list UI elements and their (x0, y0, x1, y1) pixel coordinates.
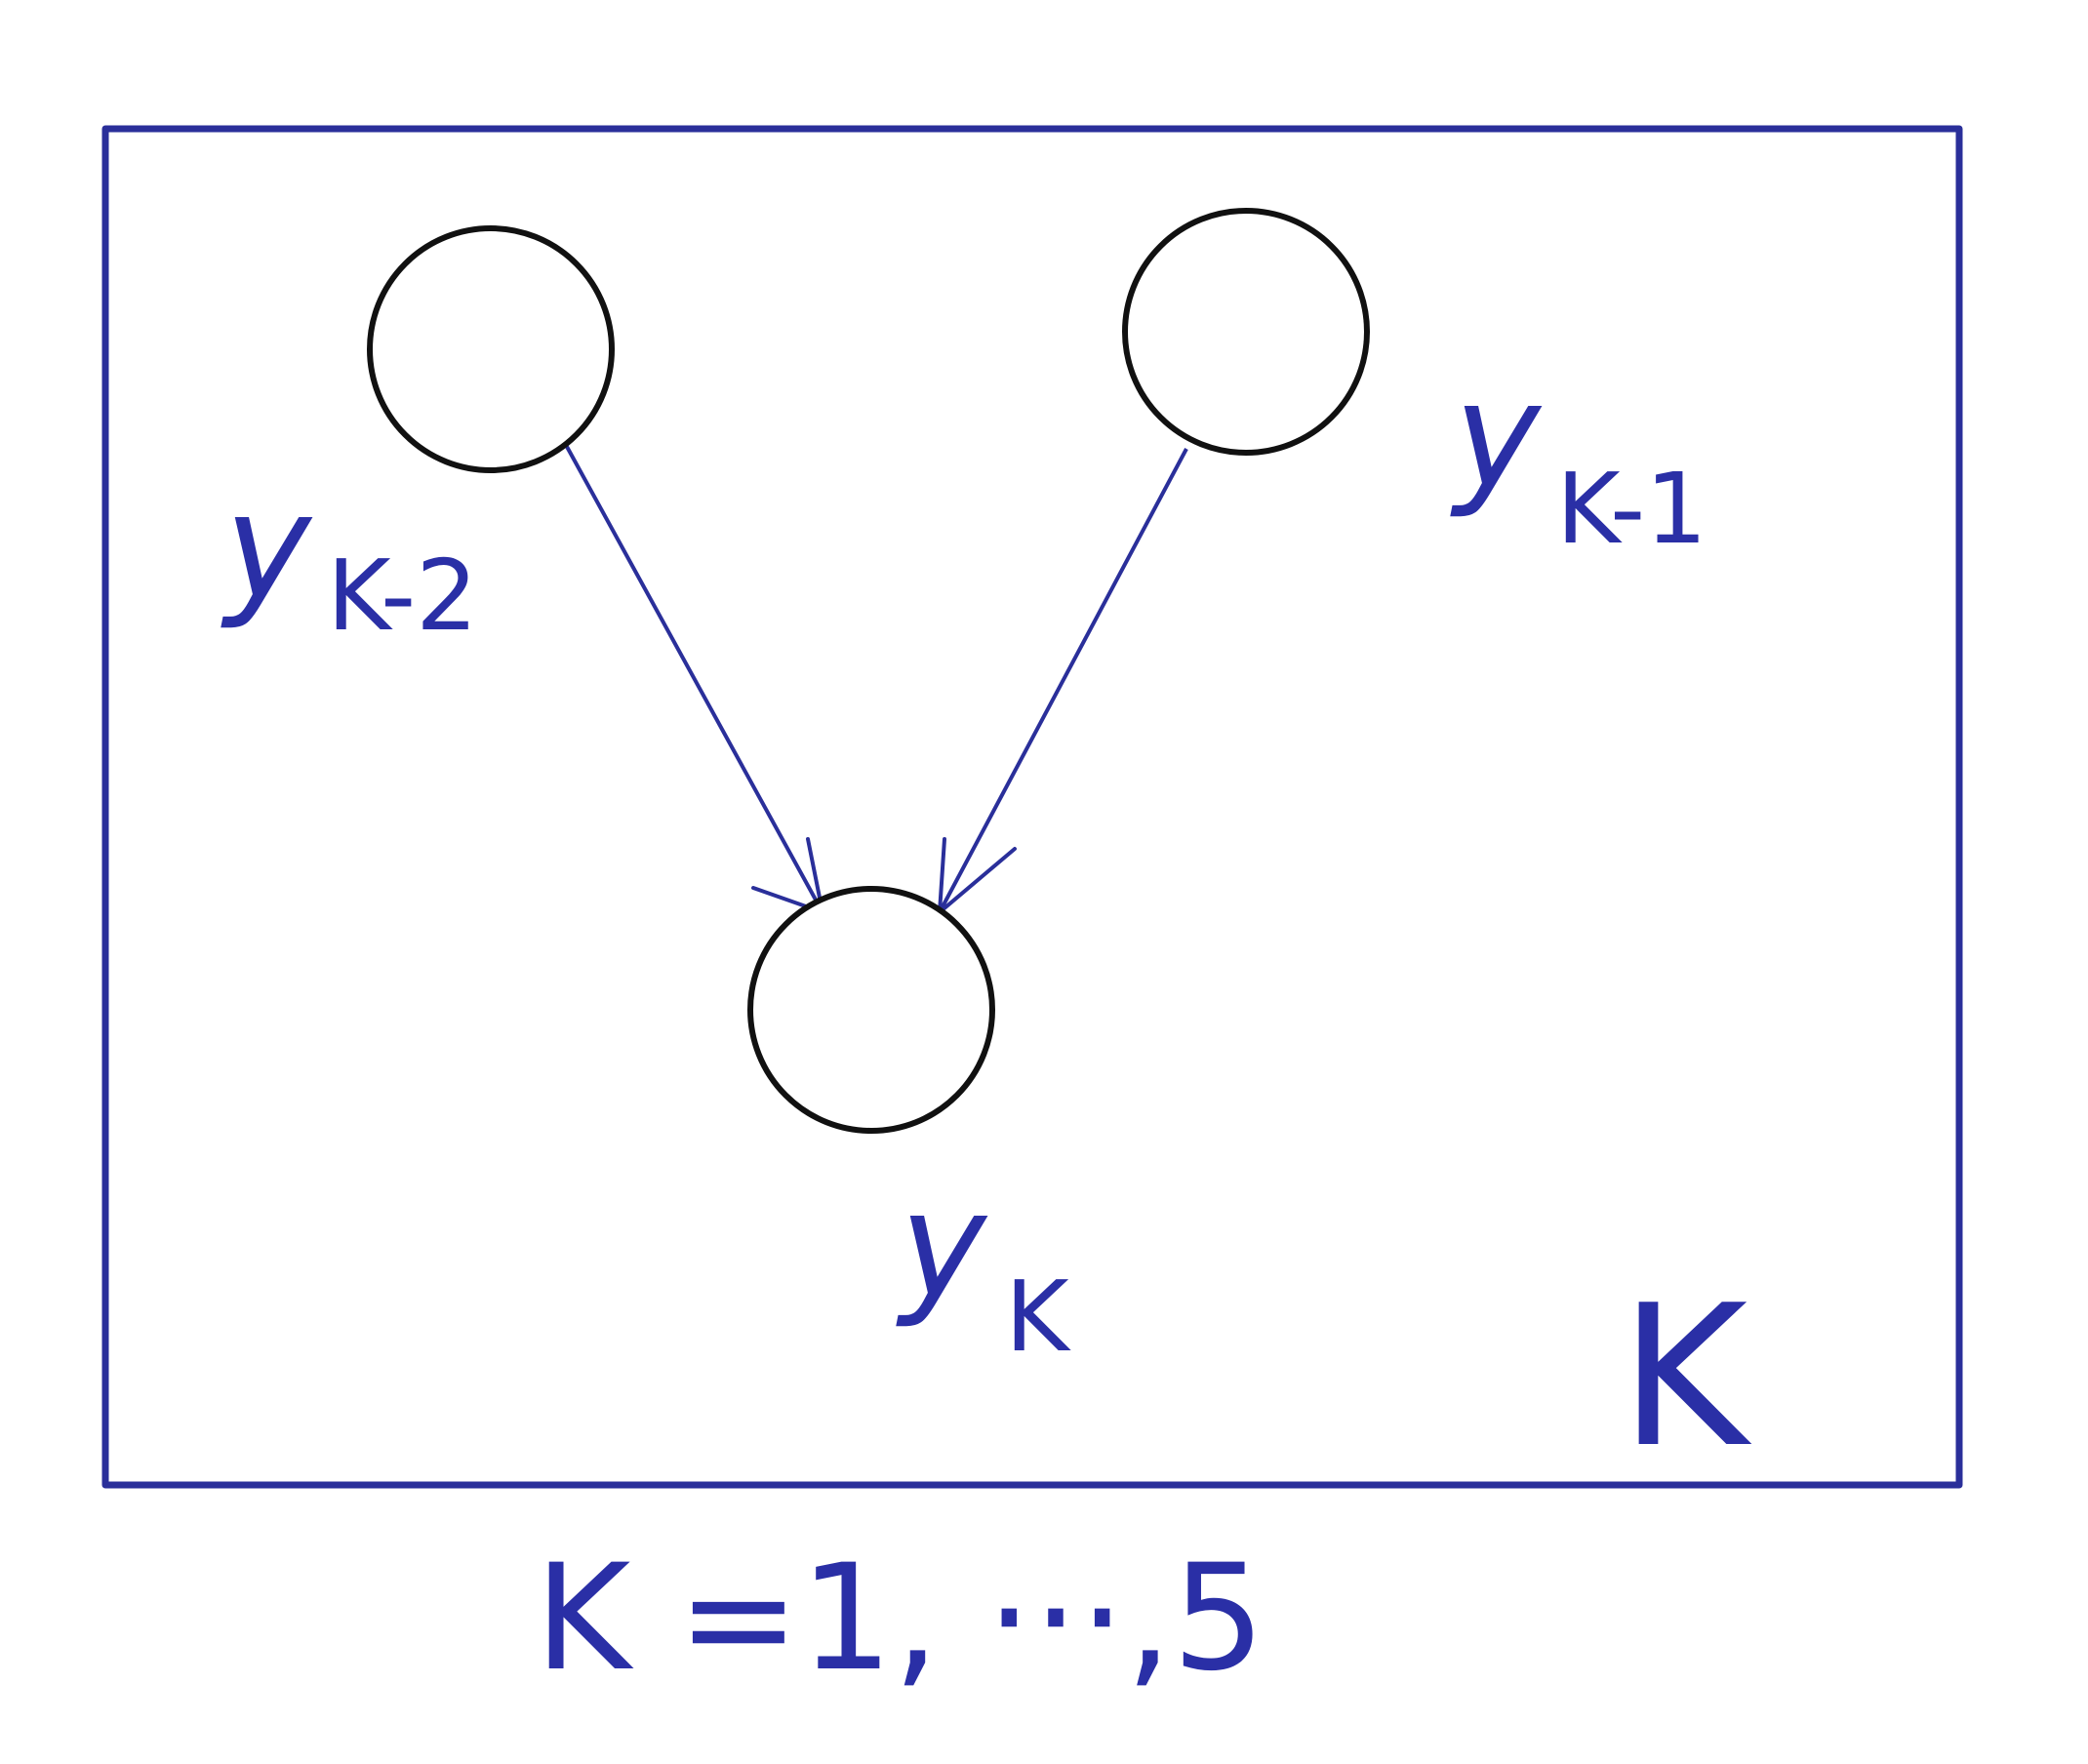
node-label-y-k-minus-1-sub: K-1 (1556, 452, 1707, 566)
plate-rectangle (101, 125, 1963, 1489)
edge-ykm1-to-yk-arrowhead (937, 837, 1017, 917)
edge-ykm1-to-yk (938, 448, 1188, 913)
plate-label: K (1620, 1263, 1752, 1491)
node-label-y-k-sub: K (1005, 1260, 1071, 1374)
node-label-y-k-main: y (896, 1161, 988, 1331)
node-label-y-k-minus-1-main: y (1450, 351, 1543, 521)
edge-ykm2-to-yk (564, 444, 824, 913)
node-y-k-minus-2 (367, 225, 615, 473)
node-label-y-k-minus-2-sub: K-2 (327, 539, 478, 653)
plate-range-label: K =1, ···,5 (535, 1534, 1265, 1704)
node-y-k (747, 886, 995, 1134)
node-y-k-minus-1 (1122, 208, 1370, 456)
node-label-y-k-minus-2-main: y (221, 462, 313, 632)
